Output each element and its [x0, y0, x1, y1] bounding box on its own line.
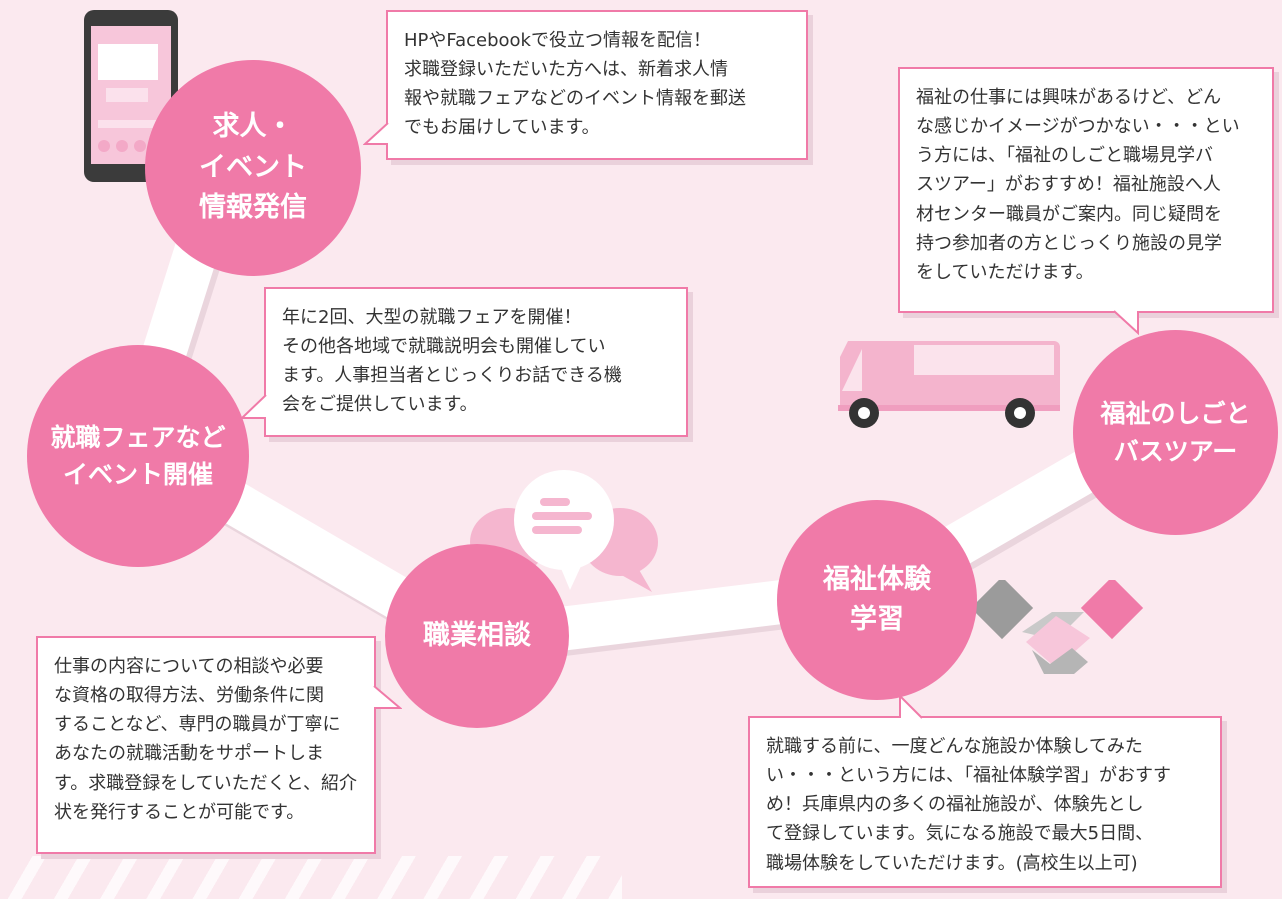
node-bus-tour: 福祉のしごと バスツアー [1073, 330, 1278, 535]
callout-bus-tour-tail [1113, 310, 1139, 335]
node-job-fair: 就職フェアなど イベント開催 [27, 345, 249, 567]
callout-info: HPやFacebookで役立つ情報を配信！ 求職登録いただいた方へは、新着求人情… [386, 10, 808, 160]
node-job-consultation: 職業相談 [385, 544, 569, 728]
node-info-broadcast: 求人・ イベント 情報発信 [145, 60, 361, 276]
smartphone-icon [84, 10, 178, 182]
callout-bus-tour: 福祉の仕事には興味があるけど、どん な感じかイメージがつかない・・・とい う方に… [898, 67, 1274, 313]
callout-job-fair-tail [240, 394, 267, 419]
callout-info-tail [363, 122, 389, 145]
callout-job-fair: 年に2回、大型の就職フェアを開催！ その他各地域で就職説明会も開催してい ます。… [264, 287, 688, 437]
chat-bubbles-icon [470, 470, 658, 592]
callout-job-consultation: 仕事の内容についての相談や必要 な資格の取得方法、労働条件に関 することなど、専… [36, 636, 376, 854]
node-welfare-experience: 福祉体験 学習 [777, 500, 977, 700]
callout-welfare-experience-tail [899, 694, 923, 719]
decorative-stripes [0, 856, 622, 899]
callout-job-consultation-tail [373, 685, 402, 709]
handshake-icon [970, 580, 1144, 674]
callout-welfare-experience: 就職する前に、一度どんな施設か体験してみた い・・・という方には、「福祉体験学習… [748, 716, 1222, 888]
bus-icon [838, 341, 1060, 428]
